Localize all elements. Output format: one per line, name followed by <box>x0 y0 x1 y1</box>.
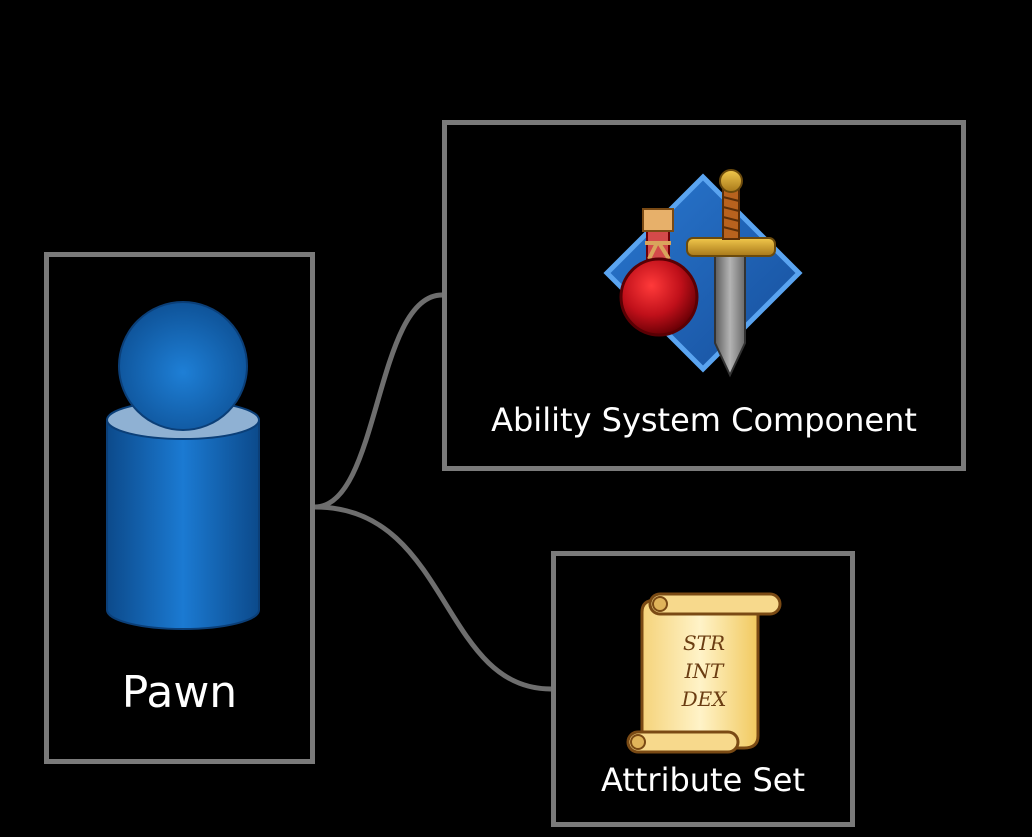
attribute-set-label: Attribute Set <box>600 761 805 799</box>
edge-pawn-to-ability-system <box>314 292 443 510</box>
ability-system-component-label: Ability System Component <box>491 401 917 439</box>
scroll-icon: STR INT DEX <box>626 592 782 754</box>
scroll-line-int: INT <box>684 659 725 683</box>
pawn-figure-icon <box>106 301 260 630</box>
attribute-set-node[interactable]: STR INT DEX Attribute Set <box>551 551 855 827</box>
pawn-label: Pawn <box>121 667 238 718</box>
potion-and-sword-icon <box>603 169 803 378</box>
scroll-line-str: STR <box>683 631 725 655</box>
scroll-line-dex: DEX <box>681 687 728 711</box>
ability-system-component-node[interactable]: Ability System Component <box>442 120 966 471</box>
edge-pawn-to-attribute-set <box>314 504 552 692</box>
pawn-node[interactable]: Pawn <box>44 252 315 764</box>
